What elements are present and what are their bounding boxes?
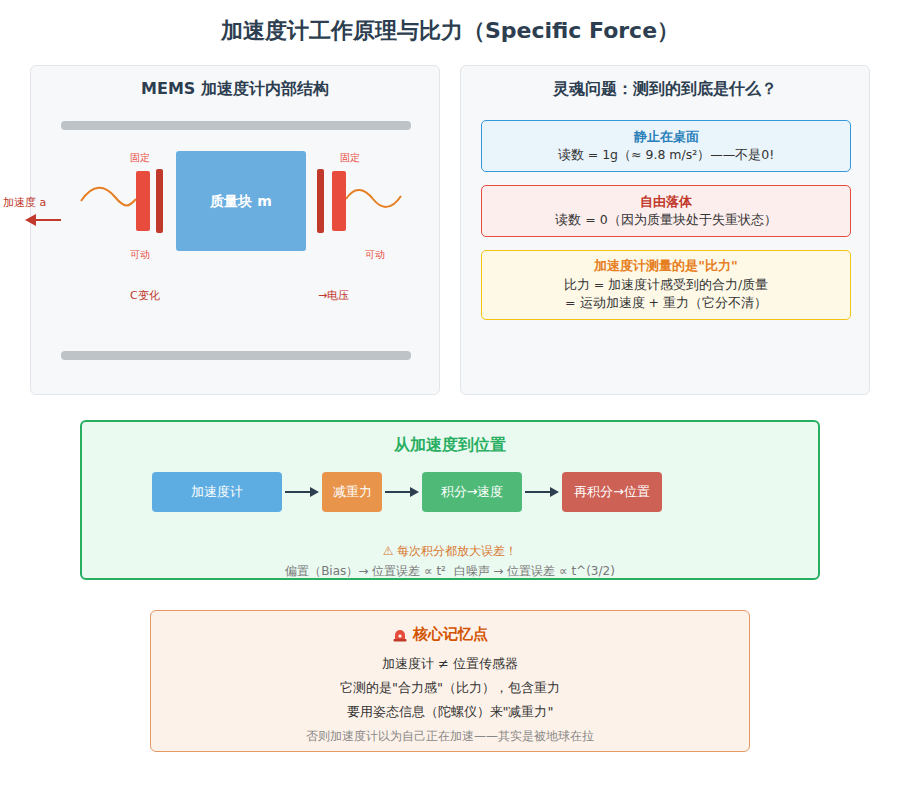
panel-box: 核心记忆点加速度计 ≠ 位置传感器它测的是"合力感"（比力），包含重力要用姿态信… bbox=[150, 610, 750, 752]
panel-box: 灵魂问题：测到的到底是什么？ 静止在桌面读数 = 1g（≈ 9.8 m/s²）——… bbox=[460, 65, 870, 395]
part-label: 固定 bbox=[130, 152, 150, 164]
box-text: 比力 = 加速度计感受到的合力/质量 bbox=[564, 276, 769, 294]
process-box: 减重力 bbox=[322, 472, 382, 512]
housing-bar bbox=[61, 121, 411, 130]
box-heading: 核心记忆点 bbox=[151, 625, 749, 644]
spring bbox=[81, 188, 136, 206]
part-label: C变化 bbox=[130, 289, 160, 302]
movable-plate bbox=[156, 169, 163, 233]
box-heading: 质量块 m bbox=[210, 191, 271, 211]
box-heading: 静止在桌面 bbox=[634, 128, 699, 147]
info-box: 静止在桌面读数 = 1g（≈ 9.8 m/s²）——不是0! bbox=[481, 120, 851, 172]
box-heading: 自由落体 bbox=[640, 193, 692, 212]
arrow-head bbox=[410, 487, 419, 497]
process-box: 积分→速度 bbox=[422, 472, 522, 512]
box-heading: 从加速度到位置 bbox=[82, 435, 818, 456]
part-label: 可动 bbox=[130, 249, 150, 261]
box-heading: 灵魂问题：测到的到底是什么？ bbox=[461, 79, 869, 100]
box-heading: 加速度计测量的是"比力" bbox=[594, 257, 738, 276]
info-box: 自由落体读数 = 0（因为质量块处于失重状态） bbox=[481, 185, 851, 237]
box-heading: MEMS 加速度计内部结构 bbox=[31, 79, 439, 100]
acceleration-arrow bbox=[35, 219, 61, 221]
box-text: 加速度计 ≠ 位置传感器 bbox=[151, 655, 749, 673]
box-text: 读数 = 1g（≈ 9.8 m/s²）——不是0! bbox=[558, 146, 774, 164]
page-title: 加速度计工作原理与比力（Specific Force） bbox=[0, 16, 900, 46]
movable-plate bbox=[317, 169, 324, 233]
part-label: →电压 bbox=[318, 289, 349, 302]
info-box: 加速度计测量的是"比力"比力 = 加速度计感受到的合力/质量= 运动加速度 + … bbox=[481, 250, 851, 320]
process-box: 加速度计 bbox=[152, 472, 282, 512]
box-heading: 再积分→位置 bbox=[574, 483, 650, 502]
box-heading: 积分→速度 bbox=[441, 483, 504, 502]
arrow-head bbox=[550, 487, 559, 497]
process-box: 再积分→位置 bbox=[562, 472, 662, 512]
box-text: = 运动加速度 + 重力（它分不清） bbox=[565, 294, 767, 312]
arrow-head bbox=[25, 214, 36, 226]
part-label: 固定 bbox=[340, 152, 360, 164]
panel-box: MEMS 加速度计内部结构质量块 m bbox=[30, 65, 440, 395]
box-heading: 加速度计 bbox=[191, 483, 243, 502]
panel-box: 从加速度到位置 ⚠ 每次积分都放大误差！ 偏置（Bias）→ 位置误差 ∝ t² 白… bbox=[80, 420, 820, 580]
box-text: 它测的是"合力感"（比力），包含重力 bbox=[151, 679, 749, 697]
fixed-plate bbox=[332, 171, 346, 231]
spring bbox=[346, 190, 401, 207]
part-label: 可动 bbox=[365, 249, 385, 261]
housing-bar bbox=[61, 351, 411, 360]
flow-arrow bbox=[285, 491, 311, 493]
box-text: 要用姿态信息（陀螺仪）来"减重力" bbox=[151, 703, 749, 721]
arrow-head bbox=[310, 487, 319, 497]
box-text: 否则加速度计以为自己正在加速——其实是被地球在拉 bbox=[151, 728, 749, 745]
alarm-icon bbox=[392, 627, 408, 643]
box-text: 读数 = 0（因为质量块处于失重状态） bbox=[555, 211, 776, 229]
box-text: 偏置（Bias）→ 位置误差 ∝ t² 白噪声 → 位置误差 ∝ t^(3/2) bbox=[82, 563, 818, 580]
box-text: ⚠ 每次积分都放大误差！ bbox=[82, 543, 818, 560]
box-heading: 减重力 bbox=[333, 483, 372, 502]
info-box: 质量块 m bbox=[176, 151, 306, 251]
fixed-plate bbox=[136, 171, 150, 231]
part-label: 加速度 a bbox=[3, 196, 46, 209]
flow-arrow bbox=[385, 491, 411, 493]
flow-arrow bbox=[525, 491, 551, 493]
